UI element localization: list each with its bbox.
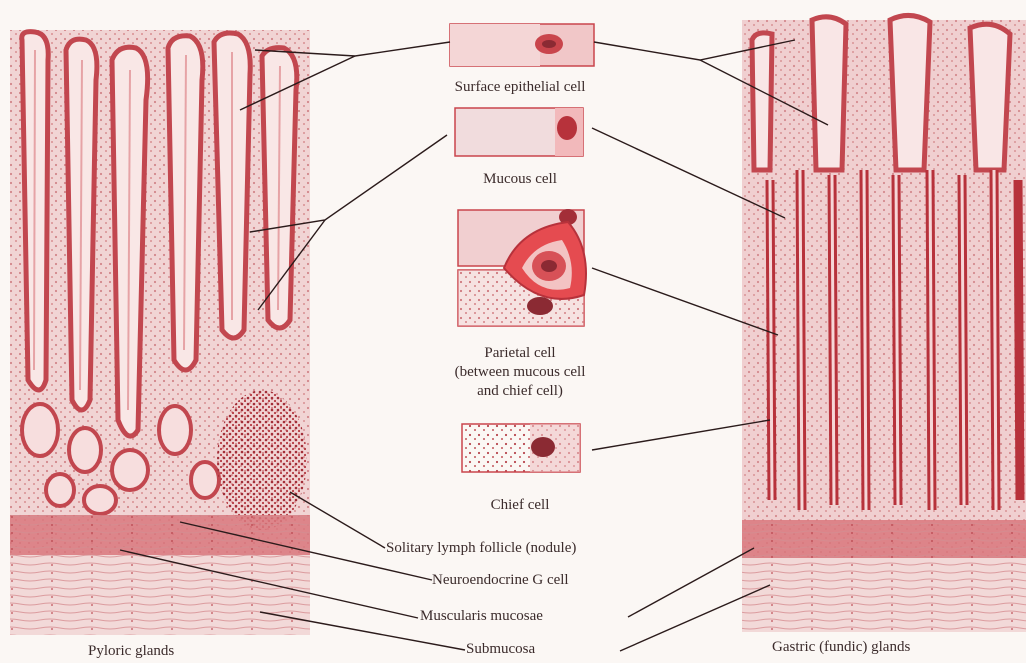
chief-cell-image <box>462 424 580 472</box>
parietal-cell-image <box>458 209 586 326</box>
surface-epithelial-cell-label: Surface epithelial cell <box>455 78 586 97</box>
gastric-fundic-glands-label: Gastric (fundic) glands <box>772 638 910 657</box>
solitary-lymph-follicle-label: Solitary lymph follicle (nodule) <box>386 539 576 558</box>
submucosa-label: Submucosa <box>466 640 535 659</box>
solitary-lymph-follicle <box>217 390 307 530</box>
fundic-glands-panel <box>742 15 1026 632</box>
neuroendocrine-g-cell-label: Neuroendocrine G cell <box>432 571 569 590</box>
pyloric-glands-label: Pyloric glands <box>88 642 174 661</box>
muscularis-mucosae-label: Muscularis mucosae <box>420 607 543 626</box>
chief-cell-label: Chief cell <box>491 496 550 515</box>
mucous-cell-image <box>455 108 583 156</box>
mucous-cell-label: Mucous cell <box>483 170 557 189</box>
pyloric-glands-panel <box>10 30 310 635</box>
parietal-cell-label: Parietal cell (between mucous cell and c… <box>455 344 586 401</box>
surface-epithelial-cell-image <box>450 24 594 66</box>
